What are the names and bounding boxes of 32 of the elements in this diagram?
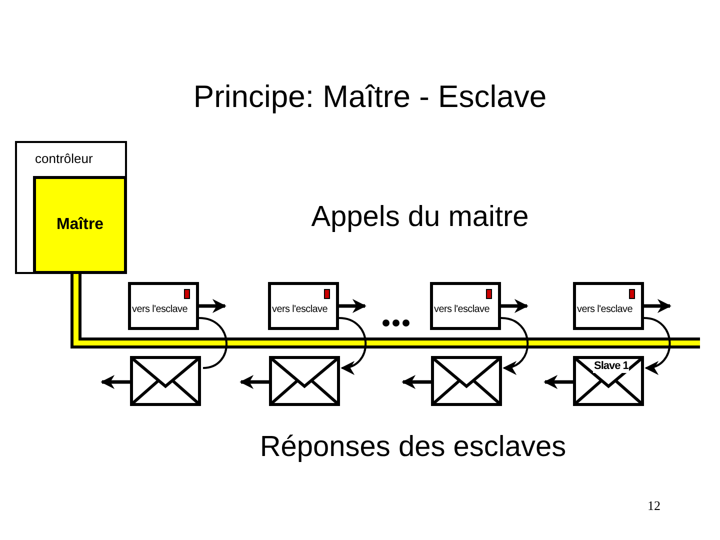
envelope-drawing [431, 356, 502, 406]
arrow [199, 299, 226, 313]
arrow [100, 375, 130, 389]
envelope-drawing [573, 356, 644, 406]
arrow [644, 299, 672, 313]
letter-label: vers l'esclave [434, 303, 490, 317]
letter-label: vers l'esclave [577, 303, 633, 317]
arrow [339, 299, 366, 313]
heading-text: Réponses des esclaves [258, 430, 568, 465]
envelope-drawing [269, 356, 340, 406]
letter-card [268, 282, 339, 330]
curved-arrow [500, 317, 529, 374]
arrow [544, 375, 573, 389]
letter-label: vers l'esclave [132, 303, 188, 317]
letter-card [573, 282, 644, 330]
box-label: contrôleur [35, 150, 93, 168]
arrow [240, 375, 269, 389]
envelope-label: Slave 1 [593, 360, 630, 373]
master-box [33, 176, 127, 274]
curved-arrow [644, 317, 671, 374]
box-label: Maître [56, 215, 104, 235]
letter-card [430, 282, 501, 330]
arrow [402, 375, 431, 389]
envelope-drawing [130, 356, 201, 406]
arrow [501, 299, 528, 313]
page-number: 12 [646, 497, 662, 515]
curved-arrow [338, 317, 367, 374]
heading-text: Appels du maitre [310, 200, 530, 235]
controller-box [15, 141, 127, 274]
letter-card [128, 282, 199, 330]
title: Principe: Maître - Esclave [192, 78, 548, 116]
letter-label: vers l'esclave [272, 303, 328, 317]
